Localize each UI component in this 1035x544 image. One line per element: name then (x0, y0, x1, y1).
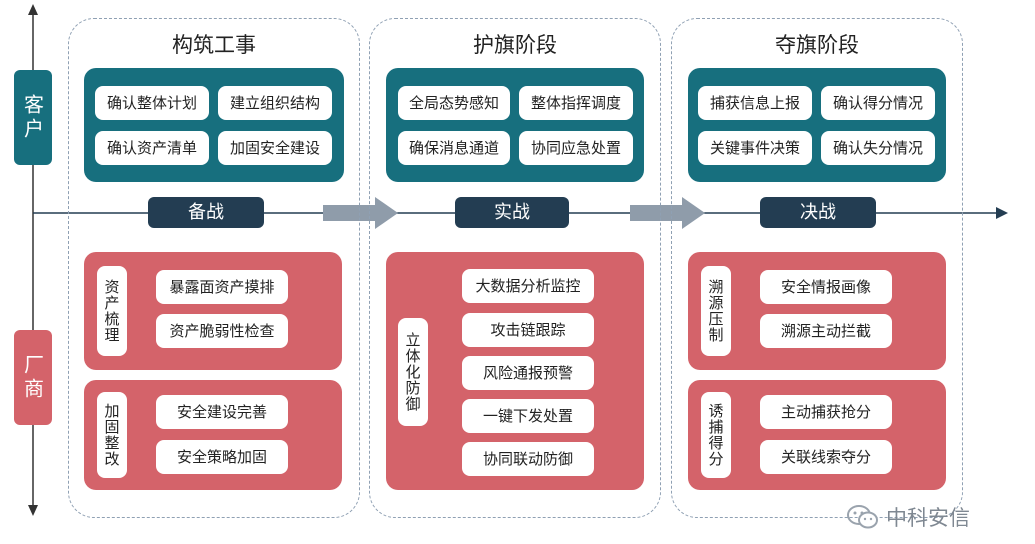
phase-3-title: 夺旗阶段 (775, 33, 859, 57)
vendor-group-label: 溯源压制 (701, 266, 731, 356)
phase-1-container (68, 18, 360, 518)
stage-badge: 实战 (455, 197, 569, 228)
client-task: 建立组织结构 (218, 86, 332, 120)
vendor-task: 大数据分析监控 (462, 269, 594, 303)
vendor-task: 攻击链跟踪 (462, 313, 594, 347)
vendor-task: 一键下发处置 (462, 399, 594, 433)
client-task: 协同应急处置 (519, 131, 633, 165)
vendor-task: 安全情报画像 (760, 270, 892, 304)
vendor-group-label: 立体化防御 (398, 318, 428, 426)
stage-badge: 决战 (760, 197, 876, 228)
phase-arrow (630, 197, 705, 229)
client-task: 确认整体计划 (95, 86, 209, 120)
client-task: 全局态势感知 (398, 86, 510, 120)
vendor-task: 资产脆弱性检查 (156, 314, 288, 348)
client-task: 确保消息通道 (398, 131, 510, 165)
client-task: 确认得分情况 (821, 86, 935, 120)
vendor-role-badge: 厂商 (14, 330, 52, 425)
vendor-task: 关联线索夺分 (760, 440, 892, 474)
watermark-text: 中科安信 (886, 506, 970, 530)
client-task: 关键事件决策 (698, 131, 812, 165)
vendor-task: 暴露面资产摸排 (156, 270, 288, 304)
vendor-task: 安全建设完善 (156, 395, 288, 429)
stage-badge: 备战 (148, 197, 264, 228)
vendor-task: 风险通报预警 (462, 356, 594, 390)
vendor-group-label: 资产梳理 (97, 266, 127, 356)
client-task: 整体指挥调度 (519, 86, 633, 120)
vendor-group-label: 加固整改 (97, 392, 127, 478)
vendor-task: 主动捕获抢分 (760, 395, 892, 429)
watermark: 中科安信 (846, 502, 970, 532)
client-task: 捕获信息上报 (698, 86, 812, 120)
phase-3-container (671, 18, 963, 518)
client-task: 确认失分情况 (821, 131, 935, 165)
phase-2-title: 护旗阶段 (473, 33, 557, 57)
phase-arrow (323, 197, 398, 229)
client-task: 确认资产清单 (95, 131, 209, 165)
vendor-task: 协同联动防御 (462, 442, 594, 476)
phase-1-title: 构筑工事 (172, 33, 256, 57)
client-role-badge: 客户 (14, 70, 52, 165)
vendor-task: 安全策略加固 (156, 440, 288, 474)
vendor-group-label: 诱捕得分 (701, 392, 731, 478)
vendor-task: 溯源主动拦截 (760, 314, 892, 348)
wechat-icon (847, 505, 878, 529)
phase-2-container (369, 18, 661, 518)
client-task: 加固安全建设 (218, 131, 332, 165)
